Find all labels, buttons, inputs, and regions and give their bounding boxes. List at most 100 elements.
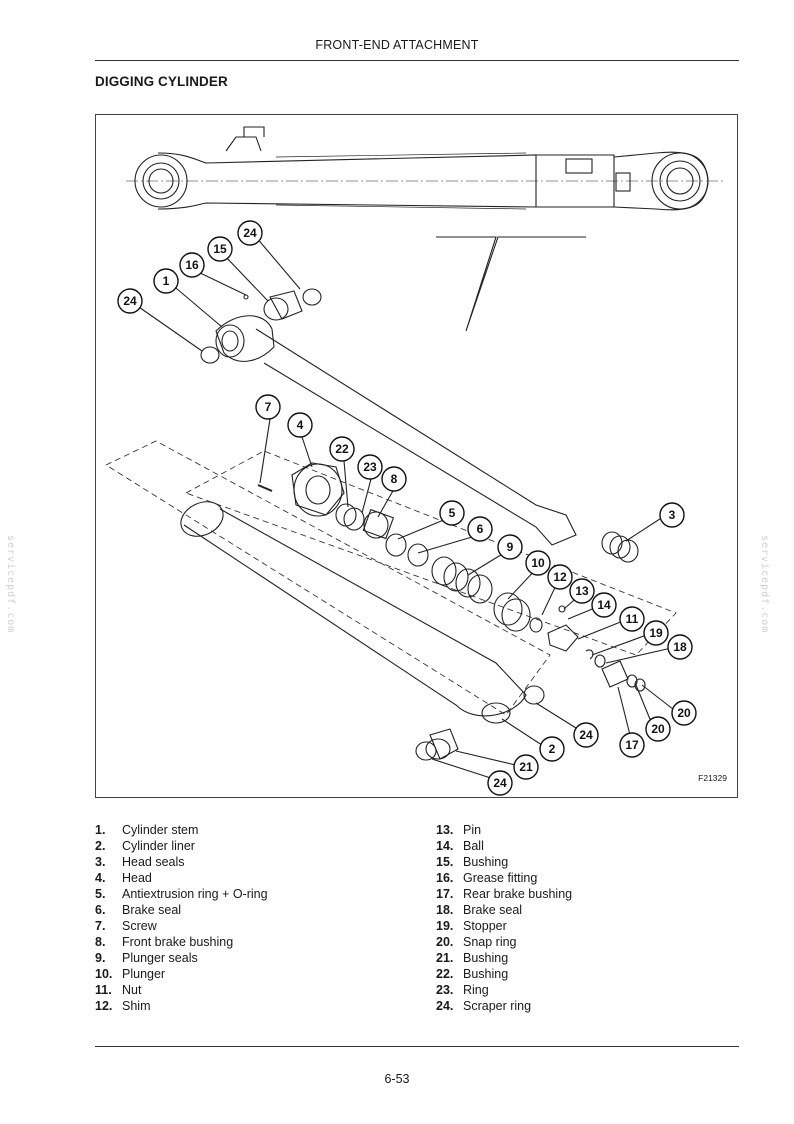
- legend-item: 15. Bushing: [436, 854, 572, 870]
- svg-text:24: 24: [579, 728, 593, 742]
- legend-item-number: 19.: [436, 919, 454, 933]
- svg-text:1: 1: [163, 274, 170, 288]
- legend-item: 20.Snap ring: [436, 934, 572, 950]
- svg-text:3: 3: [669, 508, 676, 522]
- legend-item: 21.Bushing: [436, 950, 572, 966]
- svg-text:20: 20: [651, 722, 665, 736]
- legend-item: 12.Shim: [95, 998, 268, 1014]
- svg-text:5: 5: [449, 506, 456, 520]
- legend-item-number: 11.: [95, 983, 112, 997]
- legend-item-label: Plunger: [122, 967, 166, 981]
- callout-8: 8: [381, 466, 407, 492]
- legend-item-number: 5.: [95, 887, 106, 901]
- footer-rule: [95, 1046, 739, 1047]
- svg-text:11: 11: [626, 612, 639, 626]
- section-title: DIGGING CYLINDER: [95, 74, 228, 89]
- callout-15: 15: [207, 236, 233, 262]
- legend-item-label: Head seals: [122, 855, 185, 869]
- callout-1: 1: [153, 268, 179, 294]
- callout-16: 16: [179, 252, 205, 278]
- legend-item: 10.Plunger: [95, 966, 268, 982]
- svg-text:24: 24: [493, 776, 507, 790]
- legend-item: 7.Screw: [95, 918, 268, 934]
- header-rule: [95, 60, 739, 61]
- legend-item-number: 16.: [436, 871, 454, 885]
- legend-item-label: Scraper ring: [463, 999, 532, 1013]
- legend-item: 8. Front brake bushing: [95, 934, 268, 950]
- callout-5: 5: [439, 500, 465, 526]
- svg-text:4: 4: [297, 418, 304, 432]
- svg-text:17: 17: [625, 738, 639, 752]
- svg-text:24: 24: [243, 226, 257, 240]
- legend-item: 3.Head seals: [95, 854, 268, 870]
- legend-item: 22.Bushing: [436, 966, 572, 982]
- callout-group: 24 15 16 1 24 7 4 22 23 8 5 6 9 10 12 13…: [117, 220, 697, 796]
- callout-24-top: 24: [237, 220, 263, 246]
- legend-item-number: 6.: [95, 903, 106, 917]
- legend-item-label: Brake seal: [463, 903, 523, 917]
- legend-item: 13.Pin: [436, 822, 572, 838]
- legend-item-number: 8.: [95, 935, 106, 949]
- legend-item-label: Cylinder liner: [122, 839, 195, 853]
- callout-10: 10: [525, 550, 551, 576]
- legend-item-number: 17.: [436, 887, 454, 901]
- legend-item: 1.Cylinder stem: [95, 822, 268, 838]
- legend-item-label: Ball: [463, 839, 484, 853]
- legend-item: 14. Ball: [436, 838, 572, 854]
- legend-item-number: 20.: [436, 935, 454, 949]
- svg-text:22: 22: [335, 442, 349, 456]
- callout-24-right: 24: [573, 722, 599, 748]
- legend-item-label: Stopper: [463, 919, 507, 933]
- watermark-left: servicepdf.com: [5, 535, 16, 634]
- legend-item-label: Bushing: [463, 855, 509, 869]
- page-header-title: FRONT-END ATTACHMENT: [315, 38, 479, 52]
- legend-item-number: 7.: [95, 919, 106, 933]
- legend-item-label: Brake seal: [122, 903, 182, 917]
- page-number: 6-53: [384, 1072, 410, 1086]
- svg-text:19: 19: [649, 626, 663, 640]
- callout-20-b: 20: [645, 716, 671, 742]
- svg-text:23: 23: [363, 460, 377, 474]
- callout-21: 21: [513, 754, 539, 780]
- callout-14: 14: [591, 592, 617, 618]
- callout-17: 17: [619, 732, 645, 758]
- legend-item-number: 9.: [95, 951, 106, 965]
- legend-item-label: Plunger seals: [122, 951, 198, 965]
- legend-item: 2.Cylinder liner: [95, 838, 268, 854]
- legend-item-label: Grease fitting: [463, 871, 538, 885]
- svg-text:12: 12: [553, 570, 567, 584]
- legend-item: 24.Scraper ring: [436, 998, 572, 1014]
- legend-item-number: 23.: [436, 983, 454, 997]
- svg-text:8: 8: [391, 472, 398, 486]
- legend-item-number: 21.: [436, 951, 454, 965]
- legend-item: 16. Grease fitting: [436, 870, 572, 886]
- svg-text:24: 24: [123, 294, 137, 308]
- legend-item: 23. Ring: [436, 982, 572, 998]
- callout-4: 4: [287, 412, 313, 438]
- legend-item-number: 15.: [436, 855, 454, 869]
- legend-item-label: Head: [122, 871, 152, 885]
- exploded-view-figure: 24 15 16 1 24 7 4 22 23 8 5 6 9 10 12 13…: [95, 114, 738, 798]
- legend-item: 17. Rear brake bushing: [436, 886, 572, 902]
- legend-item: 18.Brake seal: [436, 902, 572, 918]
- cylinder-exploded-drawing: 24 15 16 1 24 7 4 22 23 8 5 6 9 10 12 13…: [105, 126, 724, 796]
- legend-item-label: Rear brake bushing: [463, 887, 573, 901]
- legend-item-label: Front brake bushing: [122, 935, 234, 949]
- legend-item-number: 4.: [95, 871, 106, 885]
- legend-item-label: Ring: [463, 983, 489, 997]
- svg-text:14: 14: [597, 598, 611, 612]
- callout-11: 11: [619, 606, 645, 632]
- svg-text:15: 15: [213, 242, 227, 256]
- svg-text:2: 2: [549, 742, 556, 756]
- legend-item: 6. Brake seal: [95, 902, 268, 918]
- watermark-right: servicepdf.com: [759, 535, 770, 634]
- callout-23: 23: [357, 454, 383, 480]
- svg-text:18: 18: [673, 640, 687, 654]
- legend-item: 4. Head: [95, 870, 268, 886]
- legend-item-label: Shim: [122, 999, 151, 1013]
- callout-6: 6: [467, 516, 493, 542]
- svg-text:21: 21: [519, 760, 533, 774]
- legend-item-number: 14.: [436, 839, 454, 853]
- legend-item-label: Antiextrusion ring + O-ring: [122, 887, 268, 901]
